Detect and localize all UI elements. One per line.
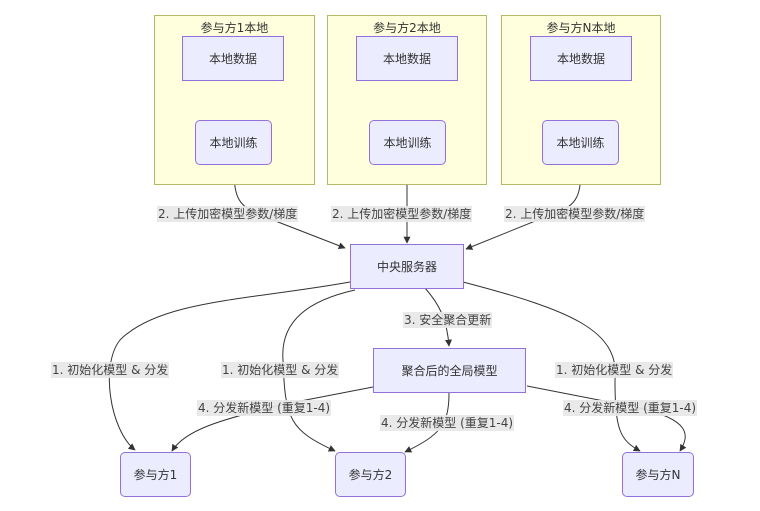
node-local-train-n[interactable]: 本地训练 bbox=[542, 120, 619, 165]
edge-label-distribute-1: 4. 分发新模型 (重复1-4) bbox=[197, 400, 332, 416]
edge-label-init-1: 1. 初始化模型 & 分发 bbox=[51, 362, 170, 378]
cluster-title: 参与方2本地 bbox=[373, 21, 441, 35]
edge-label-upload-2: 2. 上传加密模型参数/梯度 bbox=[331, 206, 473, 222]
edge-dist-p1 bbox=[171, 386, 374, 452]
node-local-data-2[interactable]: 本地数据 bbox=[356, 36, 458, 81]
edge-label-distribute-n: 4. 分发新模型 (重复1-4) bbox=[563, 400, 698, 416]
node-central-server[interactable]: 中央服务器 bbox=[350, 244, 464, 289]
edge-label-init-n: 1. 初始化模型 & 分发 bbox=[555, 362, 674, 378]
node-participant-1[interactable]: 参与方1 bbox=[120, 452, 191, 497]
edge-label-upload-n: 2. 上传加密模型参数/梯度 bbox=[504, 206, 646, 222]
node-participant-2[interactable]: 参与方2 bbox=[335, 452, 406, 497]
node-global-model[interactable]: 聚合后的全局模型 bbox=[373, 348, 526, 393]
node-participant-n[interactable]: 参与方N bbox=[622, 452, 694, 497]
edge-label-distribute-2: 4. 分发新模型 (重复1-4) bbox=[380, 415, 515, 431]
edge-label-aggregate: 3. 安全聚合更新 bbox=[403, 312, 493, 328]
edge-dist-pN bbox=[526, 385, 687, 452]
edge-label-upload-1: 2. 上传加密模型参数/梯度 bbox=[157, 206, 299, 222]
node-local-train-1[interactable]: 本地训练 bbox=[195, 120, 272, 165]
cluster-title: 参与方N本地 bbox=[546, 21, 616, 35]
edge-init-p1 bbox=[108, 281, 351, 451]
node-local-data-1[interactable]: 本地数据 bbox=[182, 36, 284, 81]
node-local-train-2[interactable]: 本地训练 bbox=[369, 120, 446, 165]
edge-label-init-2: 1. 初始化模型 & 分发 bbox=[221, 362, 340, 378]
node-local-data-n[interactable]: 本地数据 bbox=[530, 36, 632, 81]
cluster-title: 参与方1本地 bbox=[200, 21, 269, 35]
edge-init-p2 bbox=[282, 289, 356, 452]
